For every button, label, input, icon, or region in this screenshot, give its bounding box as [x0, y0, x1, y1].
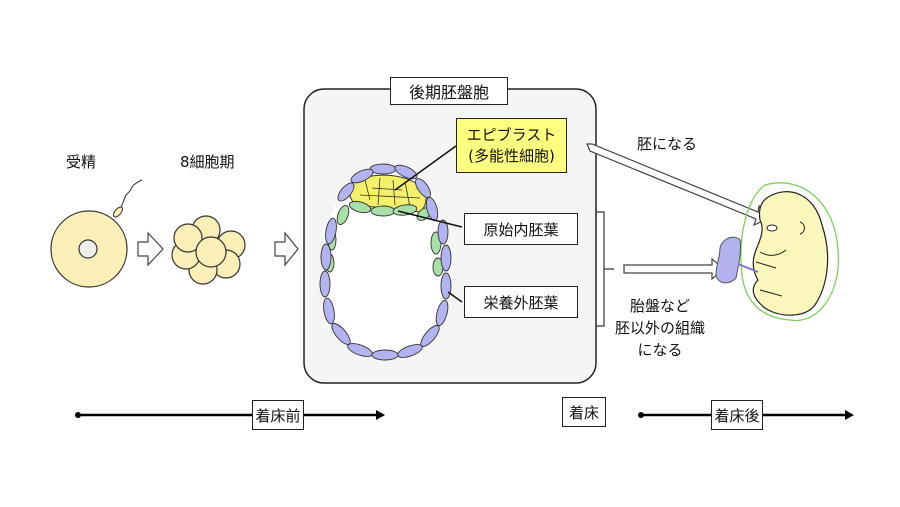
placenta-arrow [623, 257, 725, 281]
label-fertilization: 受精 [66, 153, 97, 171]
leader-lines [394, 145, 463, 303]
epiblast-line2: (多能性細胞) [468, 146, 555, 165]
timeline-post-implantation: 着床後 [711, 400, 763, 430]
arrow-2 [274, 231, 299, 267]
fetus [715, 182, 840, 322]
epiblast-line1: エピブラスト [466, 125, 557, 144]
bracket [596, 211, 614, 327]
eight-cell-embryo [171, 215, 246, 285]
label-trophectoderm: 栄養外胚葉 [464, 286, 578, 318]
extra-line3: になる [637, 341, 683, 359]
label-primitive-endoderm: 原始内胚葉 [464, 213, 578, 245]
label-late-blastocyst: 後期胚盤胞 [390, 77, 508, 105]
extra-line1: 胎盤など [629, 297, 690, 315]
extra-line2: 胚以外の組織 [614, 319, 705, 337]
timeline-implantation: 着床 [562, 397, 606, 427]
label-epiblast: エピブラスト (多能性細胞) [456, 118, 567, 173]
label-eight-cell: 8細胞期 [180, 153, 235, 171]
blastocyst [319, 163, 452, 361]
timeline-pre-implantation: 着床前 [252, 400, 304, 430]
embryo-arrow [586, 143, 770, 227]
label-extra-embryonic: 胎盤など 胚以外の組織 になる [605, 295, 715, 361]
label-becomes-embryo: 胚になる [637, 135, 698, 153]
arrow-1 [137, 231, 164, 267]
fertilized-egg [50, 179, 143, 288]
